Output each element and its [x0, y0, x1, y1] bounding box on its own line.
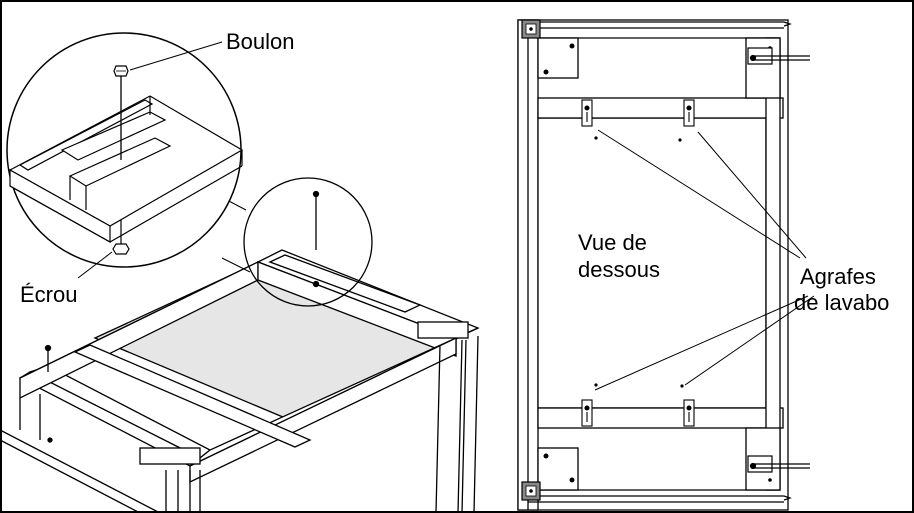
magnified-detail — [6, 32, 244, 268]
underside-view — [517, 19, 789, 511]
nut-label: Écrou — [20, 282, 77, 307]
view-label-line1: Vue de — [578, 230, 647, 255]
clips-label-line2: de lavabo — [794, 290, 889, 315]
sink-clip — [683, 399, 695, 427]
sink-clip — [683, 99, 695, 127]
isometric-assembly — [0, 190, 480, 513]
bolt-label: Boulon — [226, 29, 295, 54]
clip-leader-lines — [594, 129, 815, 391]
sink-clip — [581, 99, 593, 127]
clamp-bracket-top — [747, 21, 810, 65]
nut-leader-line — [77, 251, 113, 279]
cross-rail — [73, 344, 312, 448]
clips-label-line1: Agrafes — [800, 264, 876, 289]
leg — [435, 344, 441, 513]
corner-pad-top — [521, 19, 541, 39]
corner-pad-bottom — [521, 481, 541, 501]
clamp-bracket-bottom — [747, 455, 810, 501]
sink-clip — [581, 399, 593, 427]
bolt-leader-line — [129, 41, 223, 71]
nut — [112, 243, 130, 255]
detail-callout-circle — [243, 177, 373, 307]
view-label-line2: dessous — [578, 257, 660, 282]
